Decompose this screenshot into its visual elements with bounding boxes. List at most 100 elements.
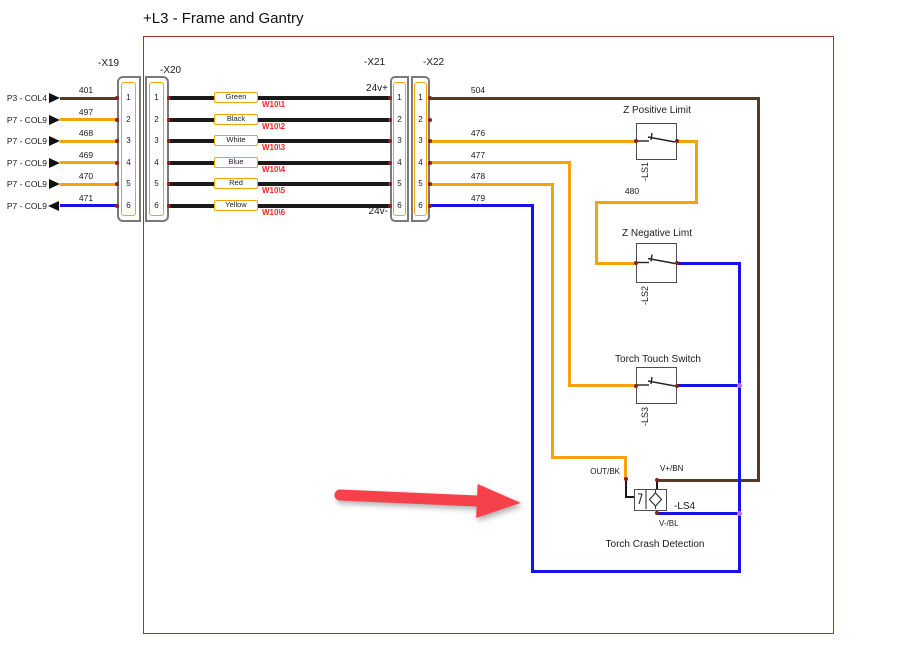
pin-number: 1 xyxy=(154,93,159,102)
sensor-tag-ls4: -LS4 xyxy=(674,501,696,512)
pin-number: 4 xyxy=(397,157,402,167)
location-frame-border xyxy=(143,36,834,634)
signal-arrow-icon xyxy=(49,179,60,189)
terminal-dot xyxy=(115,160,119,165)
cable-tag: W10\3 xyxy=(262,143,286,152)
conductor-color-label: Black xyxy=(214,113,258,125)
power-minus-label: 24v- xyxy=(368,206,388,217)
wire-478 xyxy=(551,456,627,459)
wire-number: 480 xyxy=(624,186,640,196)
wire-number: 477 xyxy=(470,149,486,160)
terminal-dot xyxy=(167,96,171,100)
terminal-dot xyxy=(675,139,679,143)
pin-number: 6 xyxy=(154,200,159,210)
wire-504 xyxy=(757,96,760,482)
pin-number: 1 xyxy=(418,93,423,102)
terminal-dot xyxy=(428,96,432,100)
wire-480 xyxy=(695,139,698,204)
wire-number: 504 xyxy=(470,85,486,95)
junction-dot xyxy=(737,511,742,516)
cable-tag: W10\1 xyxy=(262,100,286,109)
wire-number: 470 xyxy=(78,171,94,181)
signal-arrow-icon xyxy=(49,93,60,103)
pin-number: 4 xyxy=(154,157,159,167)
wire-number: 497 xyxy=(78,106,94,117)
nc-contact-icon xyxy=(637,376,676,387)
pin-number: 1 xyxy=(397,93,402,102)
pin-number: 2 xyxy=(418,114,423,124)
terminal-dot xyxy=(167,182,171,186)
cable-conductor-6 xyxy=(169,203,390,208)
switch-label-ls3: Torch Touch Switch xyxy=(615,354,701,365)
pin-number: 5 xyxy=(397,179,402,188)
wire-number: 471 xyxy=(78,192,94,203)
ref-label: P7 - COL9 xyxy=(6,157,47,168)
connector-label-x20: -X20 xyxy=(160,65,182,76)
connector-x21-pinstrip xyxy=(393,82,406,216)
wire-480 xyxy=(677,139,698,143)
terminal-dot xyxy=(428,160,432,165)
connector-label-x19: -X19 xyxy=(98,58,120,69)
switch-label-ls1: Z Positive Limit xyxy=(623,105,691,116)
ls4-vplus-stub xyxy=(656,481,658,490)
pin-number: 2 xyxy=(397,114,402,124)
conductor-color-label: Red xyxy=(214,178,258,189)
terminal-dot xyxy=(167,203,171,208)
wire-480 xyxy=(595,261,637,265)
wire-504 xyxy=(430,96,760,100)
terminal-dot xyxy=(634,139,638,143)
wire-471 xyxy=(60,204,118,207)
terminal-dot xyxy=(624,477,628,481)
conductor-color-label: Green xyxy=(214,92,258,103)
ls4-out-label: OUT/BK xyxy=(590,467,620,476)
wire-477 xyxy=(430,161,570,164)
ref-label: P7 - COL9 xyxy=(6,200,47,211)
wire-468 xyxy=(60,139,118,143)
wire-479 xyxy=(531,570,741,573)
pin-number: 3 xyxy=(126,136,131,145)
terminal-dot xyxy=(388,96,392,100)
terminal-dot xyxy=(388,160,392,165)
wire-number: 479 xyxy=(470,192,486,203)
pin-number: 2 xyxy=(154,114,159,124)
switch-tag-ls1: -LS1 xyxy=(640,162,650,182)
pin-number: 5 xyxy=(126,179,131,188)
terminal-dot xyxy=(115,96,119,100)
terminal-dot xyxy=(428,117,432,122)
wire-return-bus xyxy=(738,261,741,573)
pin-number: 5 xyxy=(418,179,423,188)
ref-label: P7 - COL9 xyxy=(6,114,47,125)
pin-number: 1 xyxy=(126,93,131,102)
cable-conductor-1 xyxy=(169,96,390,100)
cable-conductor-3 xyxy=(169,139,390,143)
pin-number: 2 xyxy=(126,114,131,124)
terminal-dot xyxy=(428,139,432,143)
junction-dot xyxy=(737,383,742,388)
terminal-dot xyxy=(655,478,659,482)
connector-label-x22: -X22 xyxy=(423,57,445,68)
connector-x22-pinstrip xyxy=(414,82,427,216)
switch-ls2 xyxy=(636,243,677,283)
wire-478 xyxy=(624,456,627,480)
pin-number: 6 xyxy=(418,200,423,210)
nc-contact-icon xyxy=(637,132,676,143)
signal-arrow-icon xyxy=(49,114,60,125)
wire-401 xyxy=(60,96,118,100)
pin-number: 3 xyxy=(397,136,402,145)
ls4-vplus-label: V+/BN xyxy=(660,464,684,473)
signal-arrow-icon xyxy=(49,157,60,168)
terminal-dot xyxy=(167,139,171,143)
ls4-vminus-label: V-/BL xyxy=(659,519,679,528)
wire-470 xyxy=(60,182,118,186)
wire-478 xyxy=(551,182,554,459)
cable-tag: W10\5 xyxy=(262,186,286,195)
wire-469 xyxy=(60,161,118,164)
terminal-dot xyxy=(634,383,638,388)
connector-x20-pinstrip xyxy=(149,82,164,216)
switch-tag-ls3: -LS3 xyxy=(640,407,650,427)
pin-number: 3 xyxy=(418,136,423,145)
wire-number: 469 xyxy=(78,149,94,160)
sensor-label-ls4: Torch Crash Detection xyxy=(605,539,705,550)
cable-tag: W10\2 xyxy=(262,121,286,131)
terminal-dot xyxy=(388,139,392,143)
